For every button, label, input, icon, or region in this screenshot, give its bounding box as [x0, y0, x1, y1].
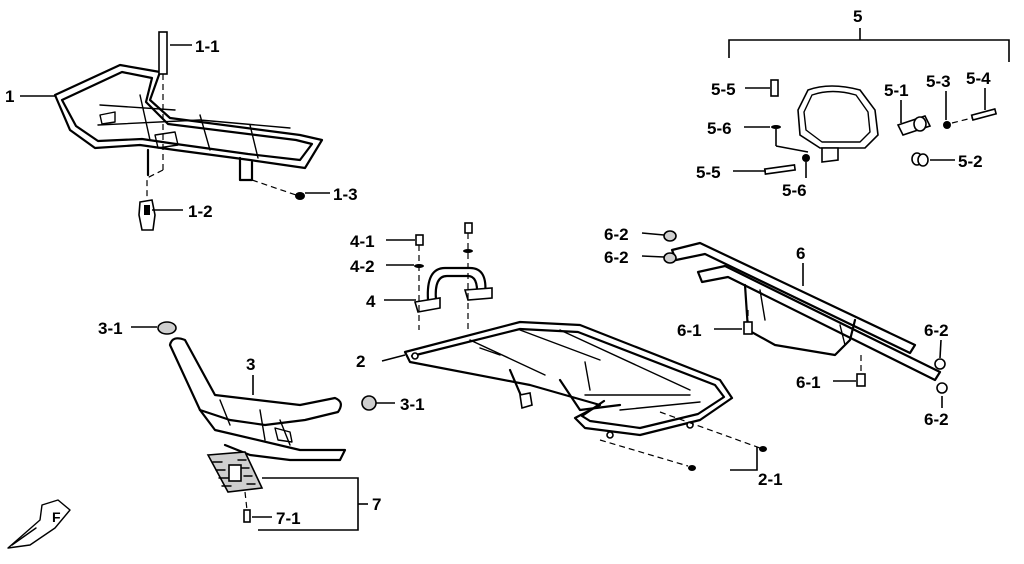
callout-5-2: 5-2	[958, 152, 983, 171]
bracket-1-2-icon	[138, 169, 164, 231]
callout-6-1b: 6-1	[796, 373, 821, 392]
callout-6-2b: 6-2	[604, 248, 629, 267]
bushing-5-2-icon	[911, 152, 929, 167]
callout-4: 4	[366, 292, 376, 311]
callout-7: 7	[372, 495, 381, 514]
bolt-5-4-icon	[951, 108, 998, 124]
callout-1-3: 1-3	[333, 185, 358, 204]
leader-lines	[20, 44, 986, 531]
callout-7-1: 7-1	[276, 509, 301, 528]
callout-6-1a: 6-1	[677, 321, 702, 340]
nut-5-3-icon	[943, 121, 951, 129]
bolt-5-5b-icon	[763, 154, 810, 175]
bolt-4-1-icon	[415, 222, 473, 330]
group-bracket-5	[728, 39, 1010, 62]
callout-6-2a: 6-2	[604, 225, 629, 244]
callout-5-1: 5-1	[884, 81, 909, 100]
callout-5-5a: 5-5	[711, 80, 736, 99]
callout-1: 1	[5, 87, 14, 106]
callout-4-2: 4-2	[350, 257, 375, 276]
cap-3-1b-icon	[361, 395, 377, 411]
rear-bumper	[670, 241, 942, 382]
front-rack	[53, 63, 324, 182]
bolt-5-5-icon	[770, 79, 779, 97]
callout-3-1b: 3-1	[400, 395, 425, 414]
callout-labels: 1 1-1 1-2 1-3 2 2-1 3 3-1 3-1 4 4-1 4-2 …	[5, 7, 991, 528]
grab-handle	[413, 266, 493, 313]
backrest	[797, 85, 879, 163]
front-direction-marker: F	[7, 499, 71, 549]
nut-1-3-icon	[251, 179, 305, 200]
callout-5-3: 5-3	[926, 72, 951, 91]
spacer-5-1-icon	[896, 115, 932, 136]
rear-rack	[403, 320, 734, 439]
callout-1-2: 1-2	[188, 202, 213, 221]
front-bumper	[168, 337, 347, 462]
callout-5-5b: 5-5	[696, 163, 721, 182]
cap-3-1-icon	[157, 321, 177, 335]
callout-5-6b: 5-6	[782, 181, 807, 200]
washer-4-2-icon	[414, 249, 473, 268]
callout-3: 3	[246, 355, 255, 374]
callout-1-1: 1-1	[195, 37, 220, 56]
callout-4-1: 4-1	[350, 232, 375, 251]
callout-2-1: 2-1	[758, 470, 783, 489]
bolt-2-1-icon	[599, 411, 767, 471]
callout-6-2d: 6-2	[924, 410, 949, 429]
callout-5-6a: 5-6	[707, 119, 732, 138]
bolt-1-1-icon	[158, 31, 168, 170]
callout-2: 2	[356, 352, 365, 371]
callout-5-4: 5-4	[966, 69, 991, 88]
bolt-6-1-icon	[743, 310, 866, 387]
callout-3-1a: 3-1	[98, 319, 123, 338]
skid-plate	[206, 451, 264, 493]
cap-6-2-icon	[663, 230, 948, 394]
callout-6: 6	[796, 244, 805, 263]
callout-5: 5	[853, 7, 862, 26]
screw-7-1-icon	[243, 491, 251, 523]
front-marker-letter: F	[52, 509, 61, 525]
callout-6-2c: 6-2	[924, 321, 949, 340]
washer-5-6-icon	[771, 125, 809, 153]
